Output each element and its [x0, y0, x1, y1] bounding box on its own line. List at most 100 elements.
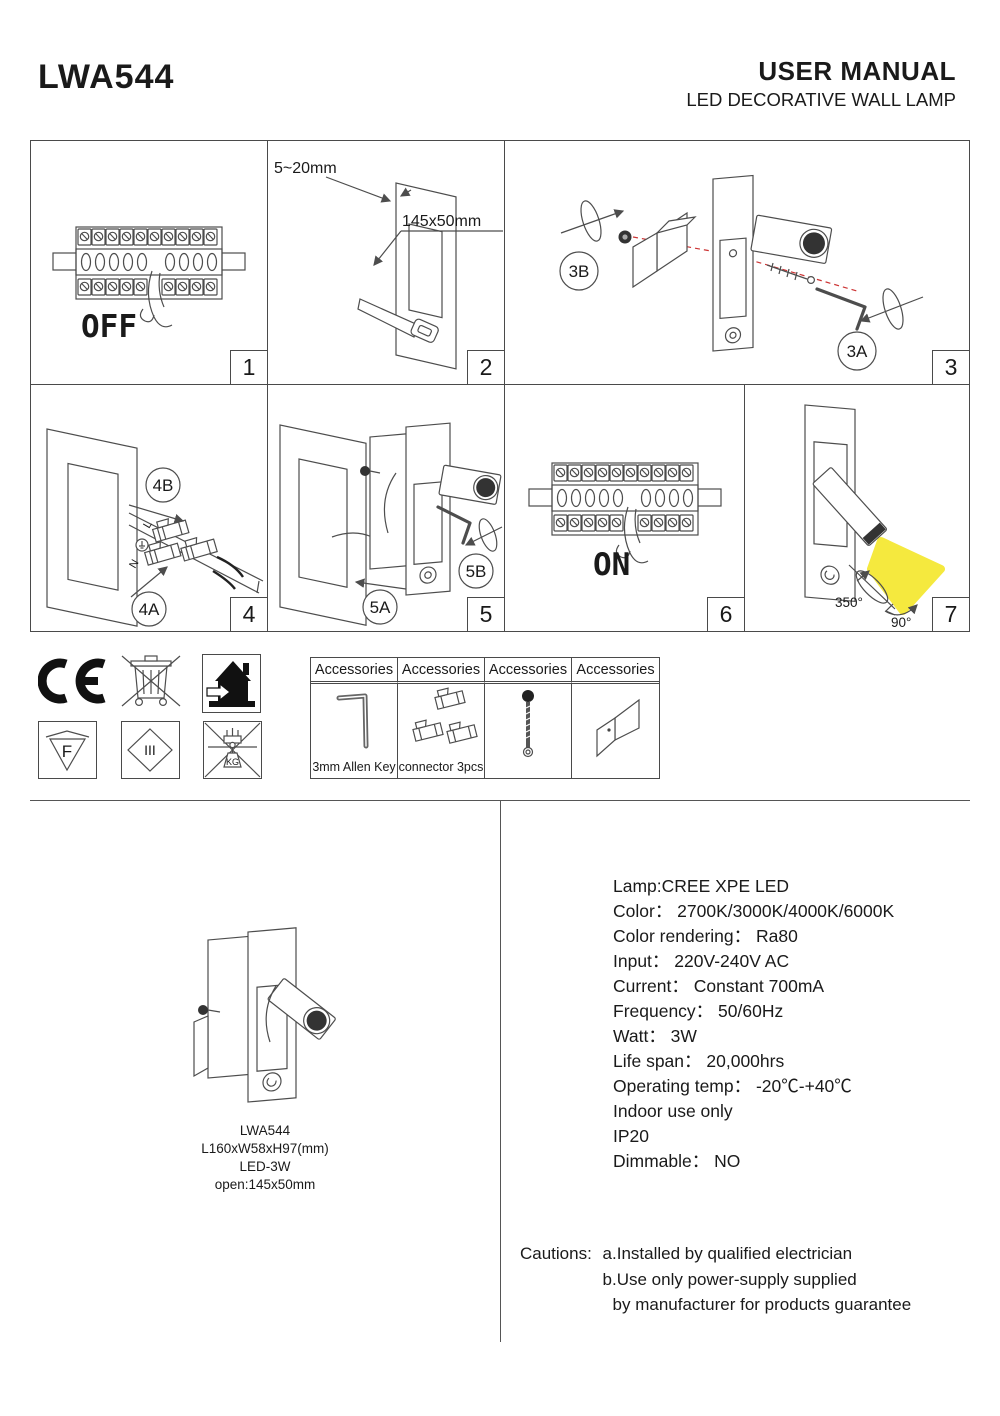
- mounting-bracket-icon: [595, 698, 640, 758]
- earth-symbol: [135, 538, 149, 552]
- title-block: USER MANUAL LED DECORATIVE WALL LAMP: [686, 56, 956, 111]
- accessory-bracket: [572, 684, 659, 778]
- svg-text:III: III: [144, 742, 156, 758]
- step-panel-3: 3B 3A 3: [504, 140, 970, 385]
- step-5b-badge: 5B: [458, 553, 494, 589]
- rotate-arrow-3a: [859, 288, 924, 330]
- spec-current: Current： Constant 700mA: [613, 976, 825, 996]
- connectors-icon: [412, 687, 478, 744]
- cutout-size-label: 145x50mm: [402, 213, 481, 230]
- hand-icon: [139, 270, 173, 328]
- light-beam: [867, 537, 945, 615]
- lamp-head: [267, 978, 336, 1040]
- rotation-range-illustration: 350° 90°: [804, 404, 945, 630]
- breaker-on-illustration: ON: [528, 462, 722, 583]
- on-label: ON: [593, 547, 630, 583]
- step-number-2: 2: [467, 350, 505, 385]
- assembly-exploded-illustration: 3B 3A: [559, 174, 924, 371]
- step-number-4: 4: [230, 597, 268, 632]
- svg-text:5A: 5A: [370, 598, 391, 617]
- rotate-arrow-5b: [464, 518, 503, 552]
- accessories-header: Accessories: [398, 658, 485, 684]
- lamp-head: [438, 464, 502, 505]
- insert-lamp-illustration: 5B 5A: [279, 422, 503, 627]
- accessory-screw: [485, 684, 572, 778]
- step-number-7: 7: [932, 597, 970, 632]
- accessories-header: Accessories: [572, 658, 659, 684]
- caption-opening: open:145x50mm: [214, 1177, 316, 1192]
- lock-bolt: [766, 262, 816, 285]
- svg-text:KG: KG: [226, 757, 239, 767]
- step-panel-7: 350° 90° 7: [744, 384, 970, 632]
- wall-cutout-illustration: 5~20mm 145x50mm: [274, 160, 503, 370]
- accessories-header: Accessories: [485, 658, 572, 684]
- allen-key-icon: [815, 287, 867, 331]
- spec-color: Color： 2700K/3000K/4000K/6000K: [613, 901, 895, 921]
- product-caption: LWA544 L160xW58xH97(mm) LED-3W open:145x…: [130, 1122, 400, 1194]
- vertical-divider: [500, 800, 501, 1342]
- no-weight-icon: KG: [203, 721, 262, 779]
- hand-icon: [615, 506, 649, 564]
- step-number-1: 1: [230, 350, 268, 385]
- spec-lamp: Lamp:CREE XPE LED: [613, 876, 790, 896]
- accessories-table: Accessories Accessories Accessories Acce…: [310, 657, 660, 779]
- rotate-arrow-90: [884, 603, 918, 616]
- cautions-block: Cautions: a.Installed by qualified elect…: [520, 1241, 911, 1318]
- wall-thickness-label: 5~20mm: [274, 160, 337, 177]
- allen-key-icon: [336, 693, 369, 749]
- step-number-6: 6: [707, 597, 745, 632]
- wiring-illustration: L N 4B 4A: [46, 428, 264, 627]
- indoor-use-icon: [202, 654, 261, 713]
- product-model: LWA544: [38, 58, 175, 96]
- caption-wattage: LED-3W: [239, 1159, 291, 1174]
- spec-indoor: Indoor use only: [613, 1101, 733, 1121]
- svg-text:4A: 4A: [139, 600, 160, 619]
- set-screw-icon: [360, 466, 381, 476]
- step-panel-1: OFF 1: [30, 140, 268, 385]
- step-number-3: 3: [932, 350, 970, 385]
- spec-frequency: Frequency： 50/60Hz: [613, 1001, 784, 1021]
- step-panel-5: 5B 5A 5: [267, 384, 505, 632]
- lamp-faceplate: [405, 422, 451, 596]
- step-5a-badge: 5A: [362, 589, 398, 625]
- svg-text:4B: 4B: [153, 476, 174, 495]
- spec-color-rendering: Color rendering： Ra80: [613, 926, 798, 946]
- lamp-faceplate: [712, 174, 754, 352]
- set-screw-icon: [618, 230, 632, 244]
- breaker-off-illustration: OFF: [52, 226, 246, 345]
- svg-text:5B: 5B: [466, 562, 487, 581]
- rotate-arrow-3b: [560, 200, 625, 242]
- lamp-head: [750, 214, 833, 264]
- weee-bin-icon: [118, 648, 184, 717]
- spec-ip: IP20: [613, 1126, 649, 1146]
- accessory-allen-key: 3mm Allen Key: [311, 684, 398, 778]
- f-mark-icon: F: [38, 721, 97, 779]
- step-3b-badge: 3B: [559, 251, 599, 291]
- step-panel-2: 5~20mm 145x50mm 2: [267, 140, 505, 385]
- rotation-90-label: 90°: [891, 615, 911, 630]
- cautions-label: Cautions:: [520, 1244, 597, 1263]
- ce-mark-icon: [37, 656, 110, 711]
- caution-line-b: b.Use only power-supply supplied: [602, 1269, 857, 1289]
- saw-icon: [357, 298, 439, 343]
- class-iii-icon: III: [121, 721, 180, 779]
- page-subtitle: LED DECORATIVE WALL LAMP: [686, 89, 956, 110]
- caption-model: LWA544: [239, 1123, 291, 1138]
- page-title: USER MANUAL: [758, 56, 956, 86]
- allen-key-icon: [436, 505, 472, 545]
- accessories-header: Accessories: [311, 658, 398, 684]
- accessory-connectors: connector 3pcs: [398, 684, 485, 778]
- spec-input: Input： 220V-240V AC: [613, 951, 790, 971]
- caption-dimensions: L160xW58xH97(mm): [201, 1141, 329, 1156]
- caution-line-b2: by manufacturer for products guarantee: [612, 1295, 912, 1314]
- step-number-5: 5: [467, 597, 505, 632]
- step-3a-badge: 3A: [837, 331, 877, 371]
- spec-operating-temp: Operating temp： -20℃-+40℃: [613, 1076, 852, 1096]
- svg-text:3B: 3B: [569, 262, 590, 281]
- rotate-arrow-350: [848, 564, 896, 610]
- mounting-bracket: [632, 211, 697, 289]
- screw-bolt-icon: [522, 690, 534, 758]
- spec-dimmable: Dimmable： NO: [613, 1151, 741, 1171]
- wire-l-label: L: [141, 519, 154, 530]
